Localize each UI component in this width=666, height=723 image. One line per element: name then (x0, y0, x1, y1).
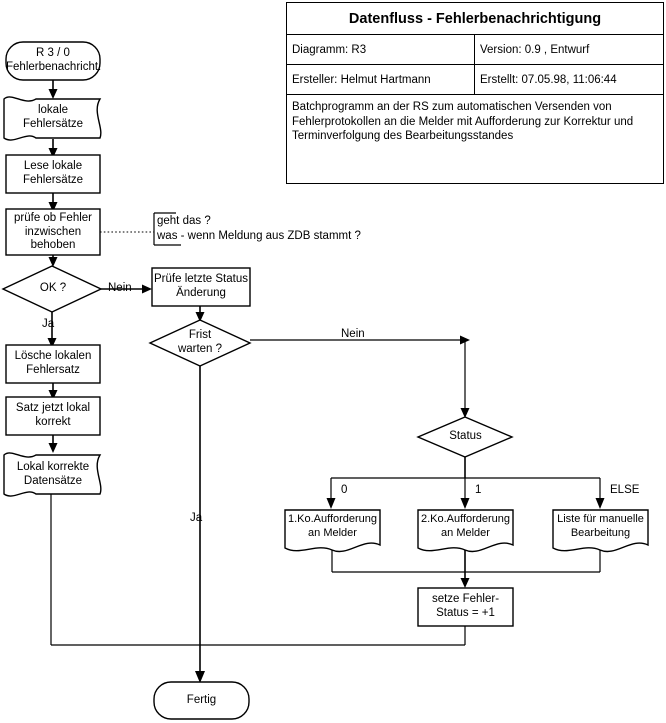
shape-ok-decision[interactable] (1, 265, 103, 313)
shape-first-request[interactable] (284, 509, 381, 553)
edge-label-ok-no: Nein (108, 282, 132, 294)
shape-second-request[interactable] (417, 509, 514, 553)
title-block-heading: Datenfluss - Fehlerbenachrichtigung (287, 3, 663, 35)
edge-label-deadline-no: Nein (341, 328, 365, 340)
edge-label-deadline-yes: Ja (190, 512, 203, 524)
shape-check-fixed[interactable] (5, 208, 101, 256)
edge-label-status-else: ELSE (610, 484, 640, 496)
shape-end[interactable] (153, 681, 250, 720)
shape-record-correct[interactable] (5, 396, 101, 436)
title-block-version: Version: 0.9 , Entwurf (480, 43, 590, 56)
shape-set-error-status[interactable] (417, 587, 514, 627)
shape-local-correct-records[interactable] (3, 452, 102, 497)
title-block-diagram: Diagramm: R3 (287, 35, 475, 64)
shape-delete-local[interactable] (5, 344, 101, 384)
title-block-author: Ersteller: Helmut Hartmann (287, 65, 475, 94)
shape-start[interactable] (5, 41, 101, 81)
annotation-text: geht das ? was - wenn Meldung aus ZDB st… (157, 215, 361, 242)
edge-label-ok-yes: Ja (42, 318, 55, 330)
title-block-description: Batchprogramm an der RS zum automatische… (292, 101, 634, 142)
title-block-created: Erstellt: 07.05.98, 11:06:44 (480, 73, 617, 86)
edge-label-status-0: 0 (341, 484, 348, 496)
annotation-bracket (153, 212, 181, 246)
shape-status-decision[interactable] (416, 416, 514, 458)
title-block-row-2: Ersteller: Helmut Hartmann Erstellt: 07.… (287, 65, 663, 95)
edge-label-status-1: 1 (475, 484, 482, 496)
shape-read-local[interactable] (5, 154, 101, 194)
title-block: Datenfluss - Fehlerbenachrichtigung Diag… (286, 2, 664, 184)
title-block-row-1: Diagramm: R3 Version: 0.9 , Entwurf (287, 35, 663, 65)
shape-manual-list[interactable] (552, 509, 649, 553)
shape-local-error-records[interactable] (3, 96, 102, 141)
shape-check-last-status[interactable] (151, 267, 251, 307)
shape-deadline-decision[interactable] (148, 319, 252, 367)
